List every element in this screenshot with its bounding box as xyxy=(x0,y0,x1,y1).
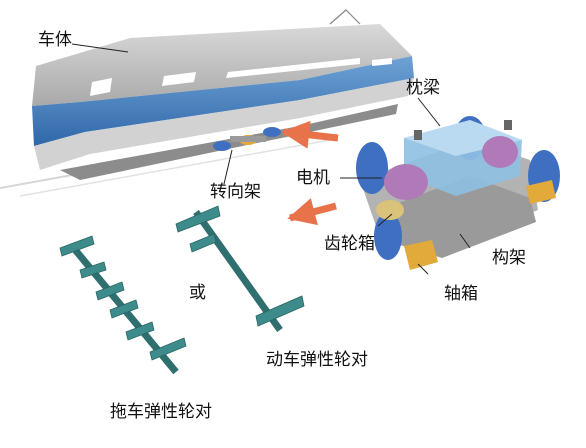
label-frame: 构架 xyxy=(492,248,526,268)
motor xyxy=(482,136,518,168)
pointer-arrows xyxy=(281,120,339,226)
label-motor: 电机 xyxy=(296,168,330,188)
motor-wheelset xyxy=(175,205,305,333)
label-car-body: 车体 xyxy=(38,30,72,50)
label-or: 或 xyxy=(189,283,206,303)
label-gearbox: 齿轮箱 xyxy=(324,234,375,254)
gearbox xyxy=(376,200,404,220)
arrow-upper xyxy=(281,120,339,149)
bogie-detail xyxy=(356,116,560,270)
train-car-body xyxy=(0,9,414,197)
leader-lines xyxy=(71,43,471,275)
label-axle-box: 轴箱 xyxy=(444,284,478,304)
label-bogie: 转向架 xyxy=(210,182,261,202)
trailer-wheelset xyxy=(59,235,187,375)
axle-box xyxy=(526,180,556,204)
motor xyxy=(384,164,428,200)
label-bolster: 枕梁 xyxy=(406,78,440,98)
label-motor-wheelset: 动车弹性轮对 xyxy=(266,350,368,370)
arrow-lower xyxy=(287,198,337,226)
axle-box xyxy=(404,240,438,270)
wheel xyxy=(356,142,388,194)
label-trailer-wheelset: 拖车弹性轮对 xyxy=(110,402,212,422)
